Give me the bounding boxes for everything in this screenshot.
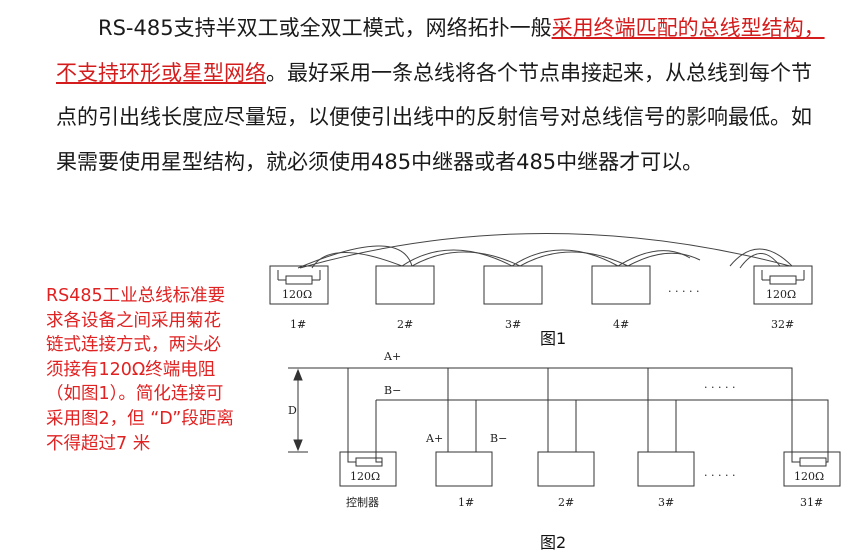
node-box-4 xyxy=(591,265,651,305)
fig1-node-label-1: 1# xyxy=(290,318,306,331)
node31-resistor xyxy=(791,450,829,467)
paragraph-text-2: 。最好采用一条总线将各个节点串接起来，从总线到每个节点的引出线长度应尽量短，以便… xyxy=(56,60,812,174)
figure-2-caption: 图2 xyxy=(540,533,566,552)
node-box-2 xyxy=(375,265,435,305)
fig2-ellipsis: . . . . . xyxy=(704,466,735,479)
fig1-ellipsis: . . . . . xyxy=(668,282,699,295)
stub-label-a: A+ xyxy=(425,432,443,445)
daisy-chain-arcs xyxy=(297,233,793,269)
figure-2: A+ B− . . . . . D 120Ω 控制器 A+ B− xyxy=(288,350,841,552)
node-box-1 xyxy=(269,265,329,305)
node-box-3 xyxy=(483,265,543,305)
bus-ellipsis: . . . . . xyxy=(704,378,735,391)
resistor-label-left: 120Ω xyxy=(282,288,312,301)
stub-label-b: B− xyxy=(490,432,507,445)
controller-resistor-label: 120Ω xyxy=(350,470,380,483)
fig1-node-label-32: 32# xyxy=(771,318,794,331)
node-box-32 xyxy=(753,265,813,305)
resistor-left xyxy=(277,270,321,285)
paragraph-highlight: 采用终端匹配的总线型结构，不支持环形或星型网络 xyxy=(56,16,825,85)
fig1-node-label-2: 2# xyxy=(397,318,413,331)
distance-label: D xyxy=(288,404,297,417)
figure-1: 120Ω 120Ω . . . . . 1# 2# 3# 4# 32# 图1 xyxy=(269,233,813,348)
fig2-node-box-3 xyxy=(637,451,695,487)
controller-label: 控制器 xyxy=(346,495,379,509)
fig2-node-label-2: 2# xyxy=(558,496,574,509)
bus-label-b: B− xyxy=(384,384,401,397)
intro-paragraph: RS-485支持半双工或全双工模式，网络拓扑一般采用终端匹配的总线型结构，不支持… xyxy=(56,6,826,184)
fig2-node-label-3: 3# xyxy=(658,496,674,509)
side-note: RS485工业总线标准要求各设备之间采用菊花链式连接方式，两头必须接有120Ω终… xyxy=(46,286,234,454)
distance-dimension: D xyxy=(288,367,308,453)
fig2-node-label-1: 1# xyxy=(458,496,474,509)
paragraph-text-1: RS-485支持半双工或全双工模式，网络拓扑一般 xyxy=(98,16,552,40)
fig2-node-box-1 xyxy=(435,451,493,487)
node31-resistor-label: 120Ω xyxy=(794,470,824,483)
bus-line-a xyxy=(288,367,793,450)
bus-label-a: A+ xyxy=(383,350,401,363)
fig2-node-label-31: 31# xyxy=(800,496,823,509)
bus-line-b xyxy=(376,399,829,450)
fig2-node-box-31 xyxy=(783,451,841,487)
fig1-node-label-4: 4# xyxy=(613,318,629,331)
fig2-node-box-2 xyxy=(537,451,595,487)
controller-box xyxy=(339,451,397,487)
resistor-label-right: 120Ω xyxy=(766,288,796,301)
resistor-right xyxy=(761,270,805,285)
figure-1-caption: 图1 xyxy=(540,329,566,348)
fig1-node-label-3: 3# xyxy=(505,318,521,331)
controller-resistor xyxy=(347,452,383,467)
